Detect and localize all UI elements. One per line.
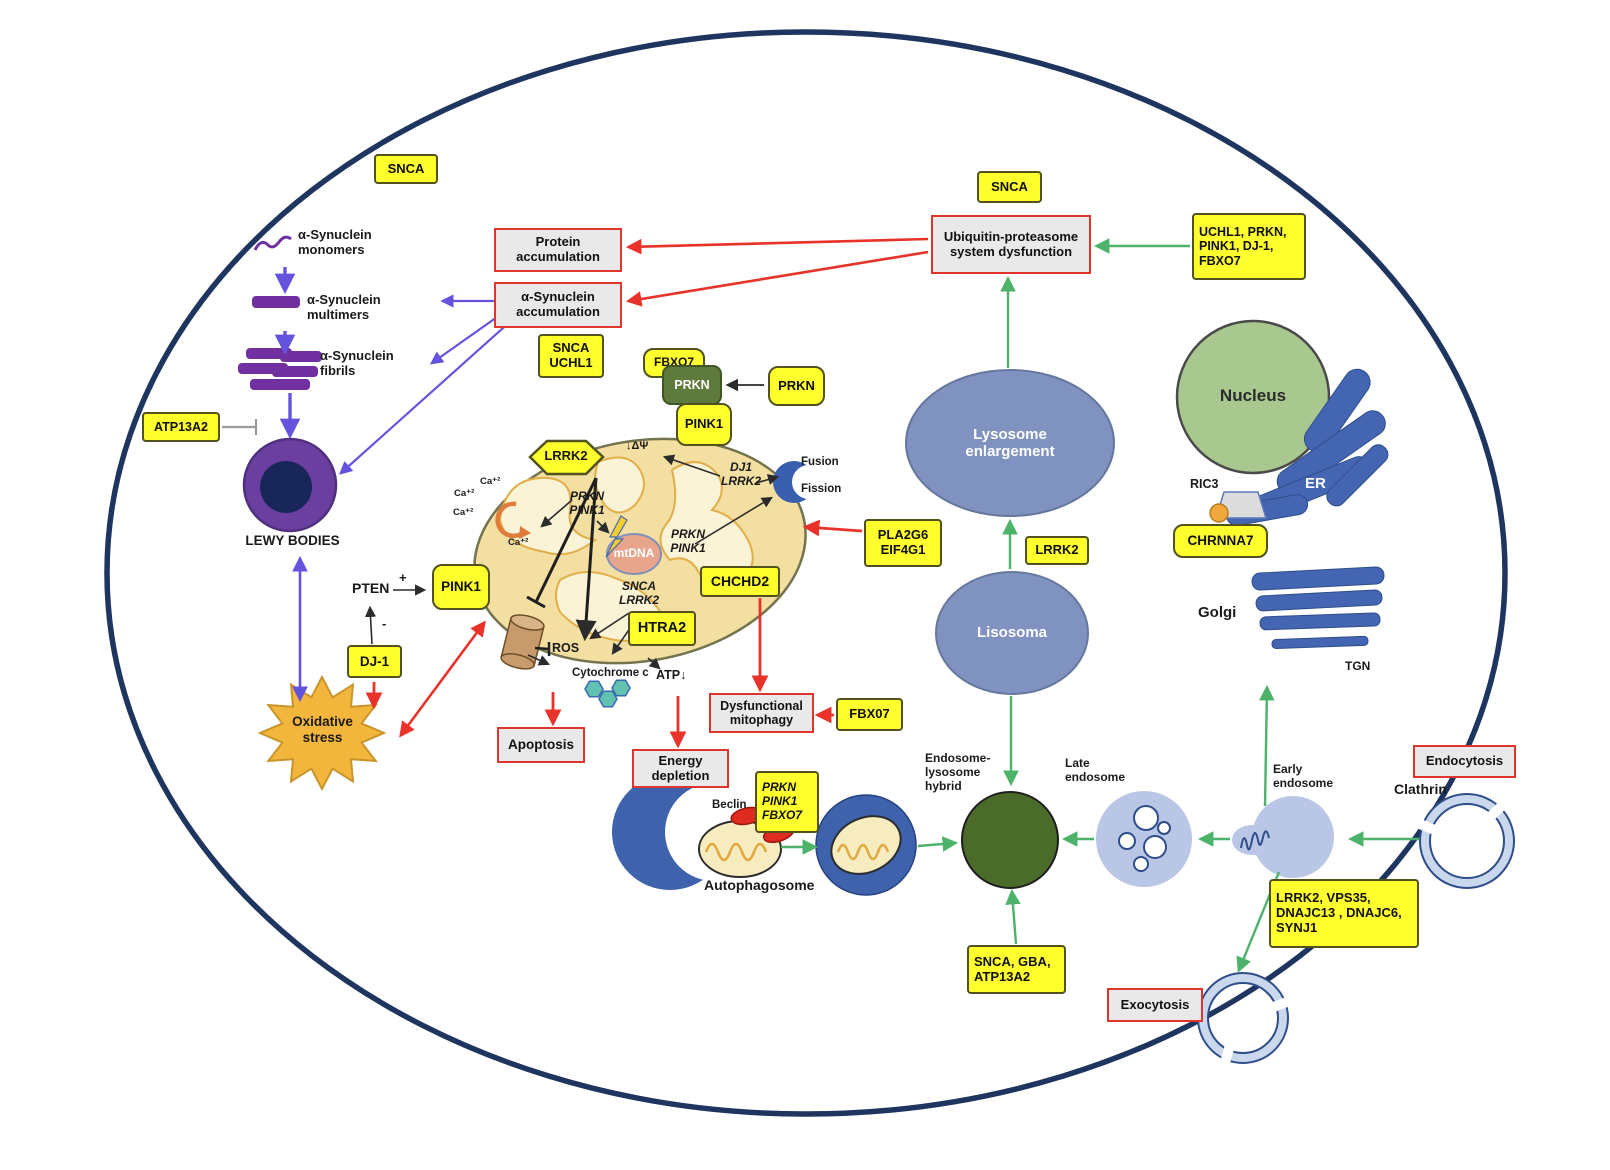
fusion-fission-crescent: [773, 461, 826, 503]
early-endosome-label: Early endosome: [1273, 762, 1334, 790]
calcium-label: Ca⁺²: [454, 488, 475, 499]
fbx07-gene-box: FBX07: [836, 698, 903, 731]
autophagosome-label: Autophagosome: [704, 877, 815, 893]
dj1-lrrk2-label: DJ1 LRRK2: [720, 460, 761, 488]
hybrid-shape: [961, 791, 1059, 889]
oxidative-stress-star: [257, 674, 387, 792]
chrnna7-gene-box: CHRNNA7: [1173, 524, 1268, 558]
prkn-pink1-left-label: PRKN PINK1: [569, 489, 605, 517]
calcium-label: Ca⁺²: [508, 537, 529, 548]
fbxo7-membrane-gene-box: FBXO7: [643, 348, 705, 378]
atp13a2-gene-box: ATP13A2: [142, 412, 220, 442]
lewy-bodies-label: LEWY BODIES: [245, 533, 340, 548]
ups-genes-box: UCHL1, PRKN, PINK1, DJ-1, FBXO7: [1192, 213, 1306, 280]
snca-uchl1-gene-box: SNCA UCHL1: [538, 334, 604, 378]
delta-psi-label: ↓ΔΨ: [626, 440, 649, 452]
pla2g6-eif4g1-gene-box: PLA2G6 EIF4G1: [864, 519, 942, 567]
autophagy-genes-box: PRKN PINK1 FBXO7: [755, 771, 819, 833]
hybrid-label: Endosome- lysosome hybrid: [925, 751, 991, 793]
plus-sign: +: [399, 570, 407, 585]
asyn-monomers-label: α-Synuclein monomers: [298, 227, 372, 257]
late-endosome-label: Late endosome: [1065, 756, 1126, 784]
fission-label: Fission: [801, 483, 842, 495]
er-label: ER: [1305, 475, 1326, 492]
beclin-label: Beclin: [712, 799, 747, 811]
asyn-multimers-label: α-Synuclein multimers: [307, 292, 381, 322]
asyn-accumulation-box: α-Synuclein accumulation: [494, 282, 622, 328]
minus-sign: -: [382, 616, 387, 631]
cytochrome-c-label: Cytochrome c: [572, 667, 649, 679]
autophagic-vesicle-shape: [815, 794, 917, 896]
autophagosome-shape: [612, 774, 796, 890]
lewy-body-shape: [242, 437, 338, 533]
calcium-flux-swirl: [495, 501, 526, 539]
monomer-squiggle: [253, 235, 292, 251]
early-endosome-shape: [1232, 796, 1334, 878]
multimer-bar: [252, 296, 300, 308]
nucleus-label: Nucleus: [1219, 386, 1287, 405]
exocytosis-box: Exocytosis: [1107, 988, 1203, 1022]
tgn-label: TGN: [1345, 659, 1371, 673]
htra2-gene-box: HTRA2: [628, 611, 696, 646]
golgi-shape: [1251, 566, 1385, 649]
lisosoma-shape: [935, 571, 1089, 695]
ric3-label: RIC3: [1190, 477, 1219, 491]
lrrk2-hexagon-label: LRRK2: [544, 448, 588, 463]
lisosoma-label: Lisosoma: [976, 624, 1048, 641]
cell-membrane: [104, 29, 1508, 1117]
snca-gene-box-ups: SNCA: [977, 171, 1042, 203]
clathrin-vesicle-endocytosis: [1413, 793, 1515, 889]
calcium-label: Ca⁺²: [453, 507, 474, 518]
apoptosis-box: Apoptosis: [497, 727, 585, 763]
prkn-membrane-tag: PRKN: [662, 365, 722, 405]
lrrk2-gene-box-lysosome: LRRK2: [1025, 536, 1089, 565]
snca-gene-box-top: SNCA: [374, 154, 438, 184]
calcium-label: Ca⁺²: [480, 476, 501, 487]
hybrid-genes-box: SNCA, GBA, ATP13A2: [967, 945, 1066, 994]
atp-depletion-label: ATP↓: [656, 668, 687, 682]
mtdna-label: mtDNA: [613, 546, 655, 560]
pten-label: PTEN: [352, 580, 390, 596]
energy-depletion-box: Energy depletion: [632, 749, 729, 788]
pink1-gene-box-left: PINK1: [432, 564, 490, 610]
arrows-layer: [222, 237, 1419, 973]
nucleus-shape: [1175, 319, 1331, 475]
damage-bolt-icon: [605, 515, 628, 558]
oxidative-stress-label: Oxidative stress: [292, 714, 353, 745]
fusion-label: Fusion: [801, 456, 839, 468]
mitochondrion-shape: [473, 437, 807, 670]
fibril-bars: [238, 348, 322, 390]
protein-accumulation-box: Protein accumulation: [494, 228, 622, 272]
clathrin-label: Clathrin: [1394, 781, 1447, 797]
ups-dysfunction-box: Ubiquitin-proteasome system dysfunction: [931, 215, 1091, 274]
golgi-label: Golgi: [1198, 604, 1237, 621]
dj1-gene-box: DJ-1: [347, 645, 402, 678]
prkn-pink1-right-label: PRKN PINK1: [670, 527, 706, 555]
trafficking-genes-box: LRRK2, VPS35, DNAJC13 , DNAJC6, SYNJ1: [1269, 879, 1419, 948]
clathrin-vesicle-exocytosis: [1197, 972, 1294, 1068]
dysfunctional-mitophagy-box: Dysfunctional mitophagy: [709, 693, 814, 733]
pink1-membrane-gene-box: PINK1: [676, 403, 732, 446]
snca-lrrk2-label: SNCA LRRK2: [618, 579, 659, 607]
cytochrome-c-hexagons: [584, 679, 631, 708]
endocytosis-box: Endocytosis: [1413, 745, 1516, 778]
prkn-gene-box: PRKN: [768, 366, 825, 406]
late-endosome-shape: [1096, 791, 1192, 887]
ros-label: ROS: [552, 641, 580, 655]
lysosome-enlargement-label: Lysosome enlargement: [965, 426, 1055, 461]
chchd2-gene-box: CHCHD2: [700, 566, 780, 597]
asyn-fibrils-label: α-Synuclein fibrils: [320, 348, 394, 378]
lysosome-enlargement-shape: [905, 369, 1115, 517]
chrnna7-subunit-dot: [1209, 503, 1229, 523]
lrrk2-hexagon: [528, 439, 605, 476]
